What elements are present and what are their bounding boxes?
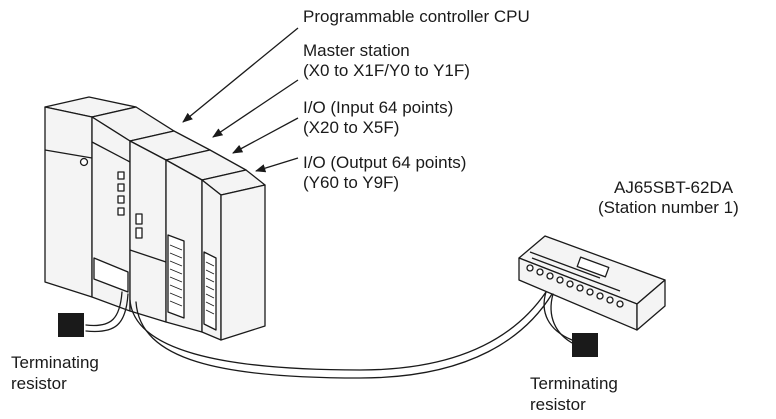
terminating-resistor-right-label: Terminating: [530, 374, 618, 393]
io-input-label: I/O (Input 64 points): [303, 98, 454, 117]
remote-station-number: (Station number 1): [598, 198, 739, 217]
io-output-range: (Y60 to Y9F): [303, 173, 400, 192]
remote-model-label: AJ65SBT-62DA: [614, 178, 734, 197]
io-output-label: I/O (Output 64 points): [303, 153, 467, 172]
io-terminal-rows: [169, 244, 215, 315]
terminating-resistor-left-label: Terminating: [11, 353, 99, 372]
cc-link-cables: [85, 291, 575, 379]
master-station-label: Master station: [303, 41, 410, 60]
terminating-resistor-left-label-2: resistor: [11, 374, 67, 393]
remote-station-unit: [518, 235, 666, 331]
master-station-range: (X0 to X1F/Y0 to Y1F): [303, 61, 470, 80]
plc-rack: [44, 96, 266, 341]
terminating-resistor-right: [572, 333, 598, 357]
cpu-label: Programmable controller CPU: [303, 7, 530, 26]
io-input-range: (X20 to X5F): [303, 118, 400, 137]
terminating-resistor-left: [58, 313, 84, 337]
terminating-resistor-right-label-2: resistor: [530, 395, 586, 414]
leader-arrows: [182, 27, 299, 173]
